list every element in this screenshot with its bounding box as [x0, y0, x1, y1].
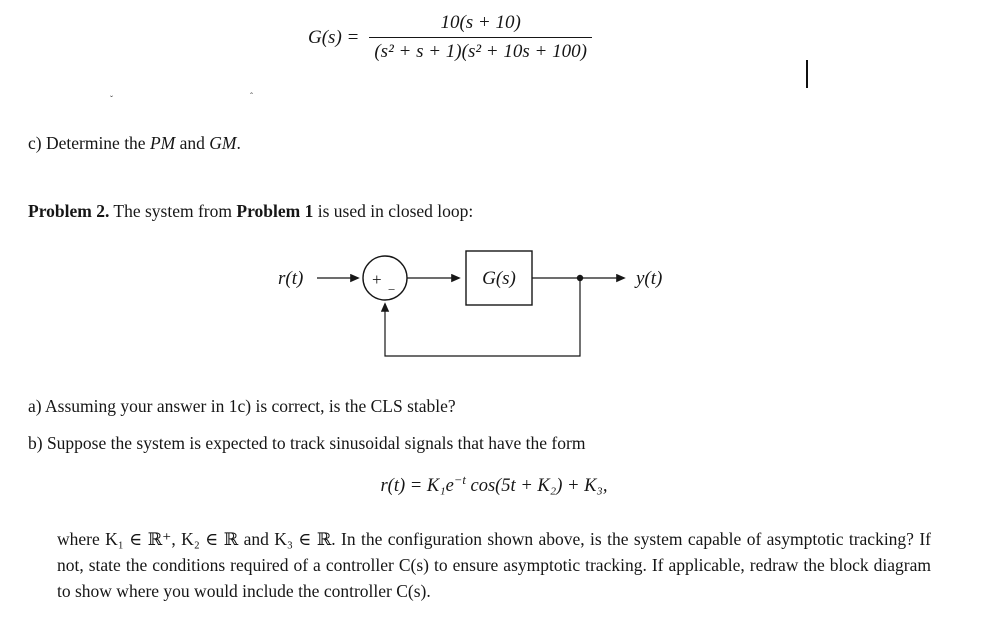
- fraction-numerator: 10(s + 10): [440, 12, 521, 33]
- item-c-period: .: [236, 133, 241, 153]
- item-c-text: c) Determine the: [28, 133, 150, 153]
- reference-signal-equation: r(t) = K₁e−t cos(5t + K₂) + K₃,: [0, 473, 988, 497]
- r-equation-exponent: −t: [453, 473, 466, 487]
- closing-paragraph: where K₁ ∈ ℝ⁺, K₂ ∈ ℝ and K₃ ∈ ℝ. In the…: [57, 529, 931, 601]
- item-c: c) Determine the PM and GM.: [28, 133, 241, 154]
- stray-mark-left: ˇ: [110, 94, 113, 104]
- plant-block-label: G(s): [482, 268, 516, 289]
- item-a: a) Assuming your answer in 1c) is correc…: [28, 396, 456, 416]
- stray-mark-right: ˆ: [250, 91, 253, 101]
- problem-2-label: Problem 2.: [28, 201, 110, 221]
- summing-junction: [362, 255, 408, 301]
- diagram-output-label: y(t): [634, 268, 662, 289]
- problem-1-reference: Problem 1: [236, 201, 314, 221]
- r-equation-pre: r(t) = K₁e: [380, 476, 454, 497]
- equation-lhs: G(s) =: [308, 26, 360, 48]
- sum-plus-sign: +: [372, 270, 382, 289]
- equation-fraction: 10(s + 10) (s² + s + 1)(s² + 10s + 100): [369, 12, 592, 63]
- diagram-input-label: r(t): [278, 268, 303, 289]
- transfer-function-equation: G(s) = 10(s + 10) (s² + s + 1)(s² + 10s …: [308, 12, 592, 63]
- sum-minus-sign: −: [388, 282, 395, 297]
- item-c-gm: GM: [209, 133, 237, 153]
- problem-2-line: Problem 2. The system from Problem 1 is …: [28, 201, 473, 222]
- item-c-pm: PM: [149, 133, 176, 153]
- problem-2-text-after: is used in closed loop:: [313, 201, 474, 221]
- item-c-mid: and: [175, 133, 210, 153]
- problem-2-text-before: The system from: [109, 201, 237, 221]
- item-b: b) Suppose the system is expected to tra…: [28, 433, 586, 453]
- feedback-path: [380, 278, 581, 357]
- r-equation-post: cos(5t + K₂) + K₃,: [465, 476, 608, 497]
- text-cursor: [806, 60, 808, 88]
- block-diagram: r(t) + − G(s) y(t): [278, 250, 662, 357]
- fraction-denominator: (s² + s + 1)(s² + 10s + 100): [369, 37, 592, 63]
